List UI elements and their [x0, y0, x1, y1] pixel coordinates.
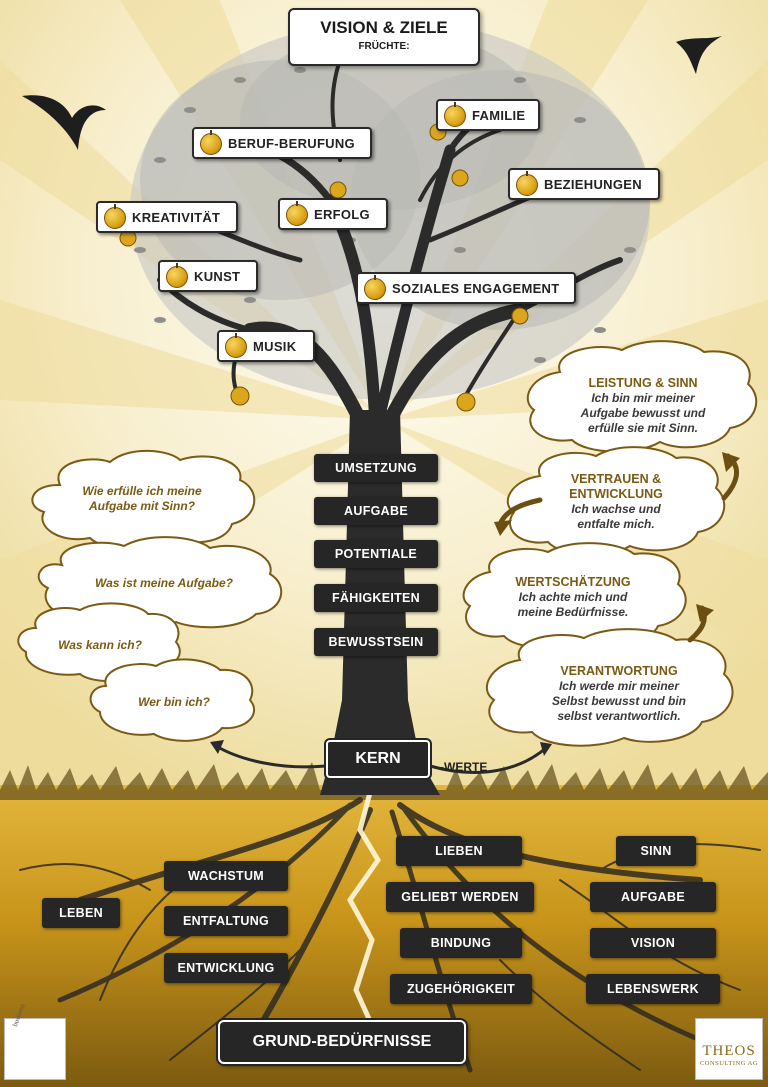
- value-title: VERTRAUEN &: [570, 472, 662, 486]
- value-line: selbst verantwortlich.: [557, 709, 681, 723]
- root-entfaltung: ENTFALTUNG: [164, 906, 288, 936]
- value-line: meine Bedürfnisse.: [517, 605, 629, 619]
- value-line: Ich werde mir meiner: [558, 679, 680, 693]
- fruit-label: ERFOLG: [314, 206, 370, 222]
- question-line: Aufgabe mit Sinn?: [89, 499, 195, 513]
- trunk-aufgabe: AUFGABE: [314, 497, 438, 525]
- question-clouds: [17, 449, 283, 742]
- root-sinn: SINN: [616, 836, 696, 866]
- value-title: LEISTUNG & SINN: [588, 376, 698, 390]
- apple-icon: [286, 201, 308, 226]
- fruit-erfolg: ERFOLG: [278, 198, 388, 230]
- kern-box: KERN: [326, 740, 430, 778]
- apple-icon: [200, 130, 222, 155]
- fruit-label: BEZIEHUNGEN: [544, 176, 642, 192]
- title-box: VISION & ZIELE FRÜCHTE:: [288, 8, 480, 66]
- question-3: Was kann ich?: [58, 638, 142, 652]
- value-line: Selbst bewusst und bin: [551, 694, 686, 708]
- kern-arrows: [215, 744, 547, 774]
- fruit-kunst: KUNST: [158, 260, 258, 292]
- root-entwicklung: ENTWICKLUNG: [164, 953, 288, 983]
- value-vertrauen: VERTRAUEN & ENTWICKLUNG Ich wachse und e…: [526, 472, 706, 532]
- cloud-vertrauen: [506, 446, 726, 556]
- value-wertschaetzung: WERTSCHÄTZUNG Ich achte mich und meine B…: [478, 575, 668, 620]
- cloud-leistung: [526, 340, 758, 453]
- page-subtitle: FRÜCHTE:: [358, 41, 410, 52]
- fruit-label: MUSIK: [253, 338, 297, 354]
- apple-icon: [444, 102, 466, 127]
- trunk-umsetzung: UMSETZUNG: [314, 454, 438, 482]
- root-geliebt: GELIEBT WERDEN: [386, 882, 534, 912]
- fruit-beruf: BERUF-BERUFUNG: [192, 127, 372, 159]
- logo-left: business: [4, 1003, 66, 1080]
- root-wachstum: WACHSTUM: [164, 861, 288, 891]
- cloud-wertschaetzung: [462, 542, 687, 649]
- apple-icon: [516, 171, 538, 196]
- apple-icon: [225, 333, 247, 358]
- fruit-label: SOZIALES ENGAGEMENT: [392, 280, 560, 296]
- root-lebenswerk: LEBENSWERK: [586, 974, 720, 1004]
- apple-icon: [166, 263, 188, 288]
- fruit-label: KUNST: [194, 268, 241, 284]
- light-streak: [347, 784, 381, 1032]
- cloud-verantwortung: [485, 628, 734, 747]
- page-title: VISION & ZIELE: [320, 18, 448, 37]
- value-clouds: [462, 340, 758, 747]
- logo-theos-name: THEOS: [702, 1043, 756, 1059]
- fruit-label: BERUF-BERUFUNG: [228, 135, 355, 151]
- cloud-q1: [31, 449, 256, 550]
- cloud-q4: [89, 658, 256, 742]
- apple-icon: [364, 275, 386, 300]
- value-leistung: LEISTUNG & SINN Ich bin mir meiner Aufga…: [548, 376, 738, 436]
- root-bindung: BINDUNG: [400, 928, 522, 958]
- fruit-label: FAMILIE: [472, 107, 526, 123]
- value-line: entfalte mich.: [577, 517, 655, 531]
- grund-beduerfnisse: GRUND-BEDÜRFNISSE: [218, 1020, 466, 1064]
- value-title: WERTSCHÄTZUNG: [515, 575, 631, 589]
- fruit-musik: MUSIK: [217, 330, 315, 362]
- root-vision: VISION: [590, 928, 716, 958]
- value-verantwortung: VERANTWORTUNG Ich werde mir meiner Selbs…: [514, 664, 724, 724]
- question-1: Wie erfülle ich meine Aufgabe mit Sinn?: [56, 484, 228, 514]
- question-line: Wie erfülle ich meine: [82, 484, 202, 498]
- value-line: Ich wachse und: [571, 502, 661, 516]
- root-zugehoerigkeit: ZUGEHÖRIGKEIT: [390, 974, 532, 1004]
- value-line: erfülle sie mit Sinn.: [587, 421, 699, 435]
- trunk-faehigkeiten: FÄHIGKEITEN: [314, 584, 438, 612]
- bird-icon: [22, 95, 106, 150]
- value-line: Aufgabe bewusst und: [580, 406, 706, 420]
- trunk-potentiale: POTENTIALE: [314, 540, 438, 568]
- logo-theos: THEOS CONSULTING AG: [695, 1018, 763, 1080]
- fruit-soziales: SOZIALES ENGAGEMENT: [356, 272, 576, 304]
- root-aufgabe: AUFGABE: [590, 882, 716, 912]
- apple-icon: [104, 204, 126, 229]
- trunk-bewusstsein: BEWUSSTSEIN: [314, 628, 438, 656]
- fruit-kreativitaet: KREATIVITÄT: [96, 201, 238, 233]
- value-title: VERANTWORTUNG: [560, 664, 678, 678]
- grass-line: [0, 762, 768, 800]
- question-4: Wer bin ich?: [138, 695, 210, 709]
- fruit-label: KREATIVITÄT: [132, 209, 221, 225]
- root-lieben: LIEBEN: [396, 836, 522, 866]
- question-2: Was ist meine Aufgabe?: [94, 576, 234, 590]
- apple-icon: [119, 123, 529, 412]
- root-leben: LEBEN: [42, 898, 120, 928]
- fruit-familie: FAMILIE: [436, 99, 540, 131]
- value-title: ENTWICKLUNG: [569, 487, 663, 501]
- value-line: Ich achte mich und: [518, 590, 628, 604]
- werte-label: -WERTE: [440, 760, 488, 774]
- value-line: Ich bin mir meiner: [591, 391, 695, 405]
- fruit-beziehungen: BEZIEHUNGEN: [508, 168, 660, 200]
- bird-icon: [676, 36, 722, 74]
- logo-theos-sub: CONSULTING AG: [699, 1060, 759, 1067]
